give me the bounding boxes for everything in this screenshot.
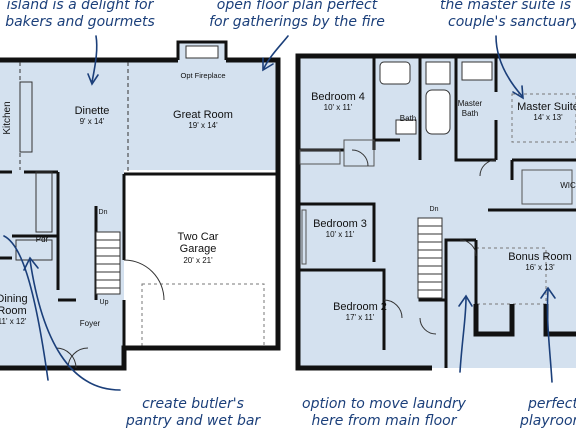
bedroom4-label: Bedroom 4 — [311, 91, 365, 103]
garage-dims: 20' x 21' — [183, 256, 213, 265]
foyer-label: Foyer — [80, 319, 101, 328]
master-suite-label: Master Suite — [517, 101, 576, 113]
bedroom3-dims: 10' x 11' — [326, 230, 355, 239]
dining-dims: 11' x 12' — [0, 317, 27, 326]
annotation-top-center-line1: open floor plan perfect — [216, 0, 378, 13]
main-dividers — [15, 62, 129, 261]
upper-floor: Bedroom 4 10' x 11' Bath Master Bath Mas… — [295, 53, 576, 371]
bedroom3-label: Bedroom 3 — [313, 218, 367, 230]
bedroom2-dims: 17' x 11' — [346, 313, 375, 322]
bonus-dims: 16' x 13' — [525, 263, 555, 272]
master-tray — [511, 93, 576, 143]
annotation-top-left: island is a delight for bakers and gourm… — [0, 0, 170, 31]
bedroom4-dims: 10' x 11' — [324, 103, 353, 112]
bonus-label: Bonus Room — [508, 251, 572, 263]
fireplace-box — [185, 45, 219, 59]
garage-floor — [124, 174, 278, 348]
main-floor: Kitchen Dinette 9' x 14' Opt Fireplace G… — [0, 40, 281, 371]
dining-label-2: Room — [0, 305, 27, 317]
annotation-bottom-center-line1: option to move laundry — [302, 396, 466, 412]
annotation-bottom-right: perfect playroom — [518, 396, 576, 430]
annotation-bottom-center: option to move laundry here from main fl… — [288, 396, 480, 430]
great-room-dims: 19' x 14' — [188, 121, 218, 130]
bedroom2-label: Bedroom 2 — [333, 301, 387, 313]
upper-rooms-floor — [0, 60, 278, 170]
annotation-bottom-right-line2: playroom — [520, 413, 576, 429]
upper-closets — [299, 139, 573, 265]
upper-stair-dn: Dn — [430, 206, 439, 213]
garage-label-2: Garage — [180, 243, 217, 255]
fireplace-label: Opt Fireplace — [180, 71, 225, 80]
annotation-top-left-line1: island is a delight for — [6, 0, 154, 13]
bath-label: Bath — [400, 114, 416, 123]
annotation-top-center: open floor plan perfect for gatherings b… — [192, 0, 402, 31]
annotation-top-left-line2: bakers and gourmets — [5, 14, 155, 30]
garage-label-1: Two Car — [178, 231, 219, 243]
master-bath-label-2: Bath — [462, 109, 478, 118]
main-stair-up: Up — [100, 299, 109, 306]
dinette-label: Dinette — [75, 105, 110, 117]
annotation-top-right-line2: couple's sanctuary — [448, 14, 576, 30]
annotation-top-right-line1: the master suite is — [440, 0, 572, 13]
dining-label-1: Dining — [0, 293, 28, 305]
garage-parking — [141, 283, 265, 347]
master-suite-dims: 14' x 13' — [533, 113, 563, 122]
pantry-label: Pdr — [36, 235, 49, 244]
annotation-arrows — [3, 35, 556, 391]
wic-label: WIC — [560, 181, 576, 190]
annotation-bottom-left-line1: create butler's — [142, 396, 244, 412]
upper-stair-treads — [418, 225, 442, 291]
master-bath-label-1: Master — [458, 99, 483, 108]
kitchen-label: Kitchen — [2, 101, 13, 134]
main-stair-dn: Dn — [99, 209, 108, 216]
annotation-top-center-line2: for gatherings by the fire — [209, 14, 385, 30]
upper-exterior-walls — [295, 53, 576, 371]
annotation-bottom-left-line2: pantry and wet bar — [125, 413, 261, 429]
annotation-bottom-left: create butler's pantry and wet bar — [118, 396, 268, 430]
annotation-top-right: the master suite is couple's sanctuary — [426, 0, 576, 31]
upper-doors — [351, 149, 497, 335]
great-room-label: Great Room — [173, 109, 233, 121]
annotation-bottom-right-line1: perfect — [528, 396, 576, 412]
dinette-dims: 9' x 14' — [80, 117, 105, 126]
annotation-bottom-center-line2: here from main floor — [311, 413, 457, 429]
main-stairs — [95, 231, 121, 295]
